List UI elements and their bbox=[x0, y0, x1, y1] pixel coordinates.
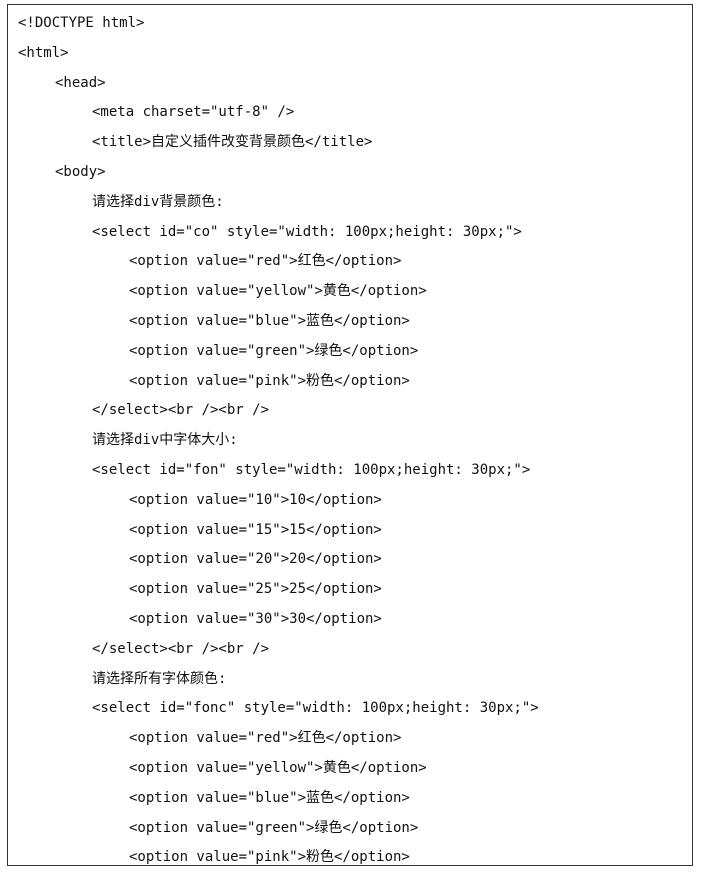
code-line: </select><br /><br /> bbox=[92, 640, 270, 657]
code-line: <meta charset="utf-8" /> bbox=[92, 104, 295, 121]
code-line: <title>自定义插件改变背景颜色</title> bbox=[92, 134, 373, 151]
code-line: <option value="red">红色</option> bbox=[129, 730, 402, 747]
code-line: <option value="red">红色</option> bbox=[129, 253, 402, 270]
code-line: <option value="15">15</option> bbox=[129, 521, 382, 538]
code-line: <option value="green">绿色</option> bbox=[129, 342, 419, 359]
code-line: <option value="10">10</option> bbox=[129, 491, 382, 508]
code-line: <option value="yellow">黄色</option> bbox=[129, 759, 427, 776]
code-listing-box: <!DOCTYPE html> <html> <head> <meta char… bbox=[7, 4, 693, 866]
code-line: <option value="20">20</option> bbox=[129, 551, 382, 568]
code-line: <option value="pink">粉色</option> bbox=[129, 849, 410, 866]
code-line: <option value="blue">蓝色</option> bbox=[129, 789, 410, 806]
code-line: <option value="30">30</option> bbox=[129, 610, 382, 627]
code-line: <option value="pink">粉色</option> bbox=[129, 372, 410, 389]
code-line: <option value="green">绿色</option> bbox=[129, 819, 419, 836]
code-line: <html> bbox=[18, 44, 69, 61]
code-line: <option value="blue">蓝色</option> bbox=[129, 312, 410, 329]
code-line: <select id="fonc" style="width: 100px;he… bbox=[92, 700, 539, 717]
code-line: <select id="fon" style="width: 100px;hei… bbox=[92, 461, 531, 478]
code-line: 请选择所有字体颜色: bbox=[92, 670, 227, 687]
code-line: <option value="25">25</option> bbox=[129, 581, 382, 598]
code-line: </select><br /><br /> bbox=[92, 402, 270, 419]
code-line: <select id="co" style="width: 100px;heig… bbox=[92, 223, 522, 240]
code-line: 请选择div中字体大小: bbox=[92, 432, 238, 449]
code-line: <option value="yellow">黄色</option> bbox=[129, 283, 427, 300]
code-line: <body> bbox=[55, 163, 106, 180]
code-line: 请选择div背景颜色: bbox=[92, 193, 224, 210]
code-lines: <!DOCTYPE html> <html> <head> <meta char… bbox=[8, 9, 539, 873]
code-line: <!DOCTYPE html> bbox=[18, 15, 145, 31]
code-line: <head> bbox=[55, 74, 106, 91]
